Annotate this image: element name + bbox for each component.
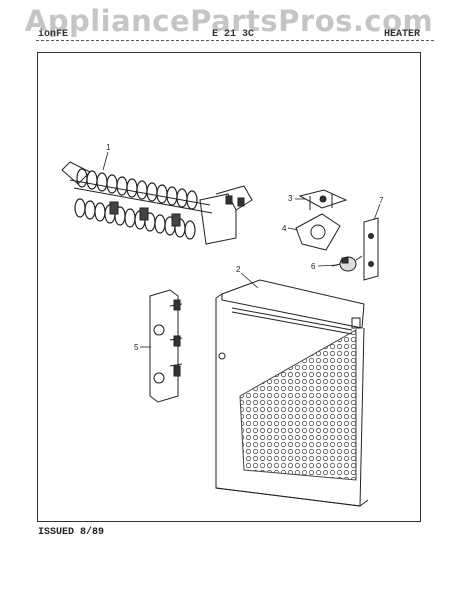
callout-4: 4 [282, 224, 287, 233]
gasket-plate [295, 213, 341, 251]
callout-1: 1 [106, 143, 111, 152]
bracket [298, 189, 348, 210]
callout-2: 2 [236, 265, 241, 274]
issued-date: ISSUED 8/89 [38, 527, 105, 538]
callout-5: 5 [134, 343, 139, 352]
callout-3: 3 [288, 194, 293, 203]
terminal-block [149, 289, 183, 403]
header-left: ionFE [38, 29, 69, 40]
header-title: HEATER [384, 29, 421, 40]
callout-6: 6 [311, 262, 316, 271]
mounting-strap [363, 217, 379, 281]
watermark: AppliancePartsPros.com [24, 4, 434, 38]
thermostat [331, 255, 363, 272]
callout-7: 7 [379, 196, 384, 205]
heating-element [61, 161, 253, 245]
header-rule [36, 40, 434, 41]
header-model: E 21 3C [212, 29, 255, 40]
diagram-frame [37, 52, 421, 522]
heater-housing [215, 279, 369, 507]
